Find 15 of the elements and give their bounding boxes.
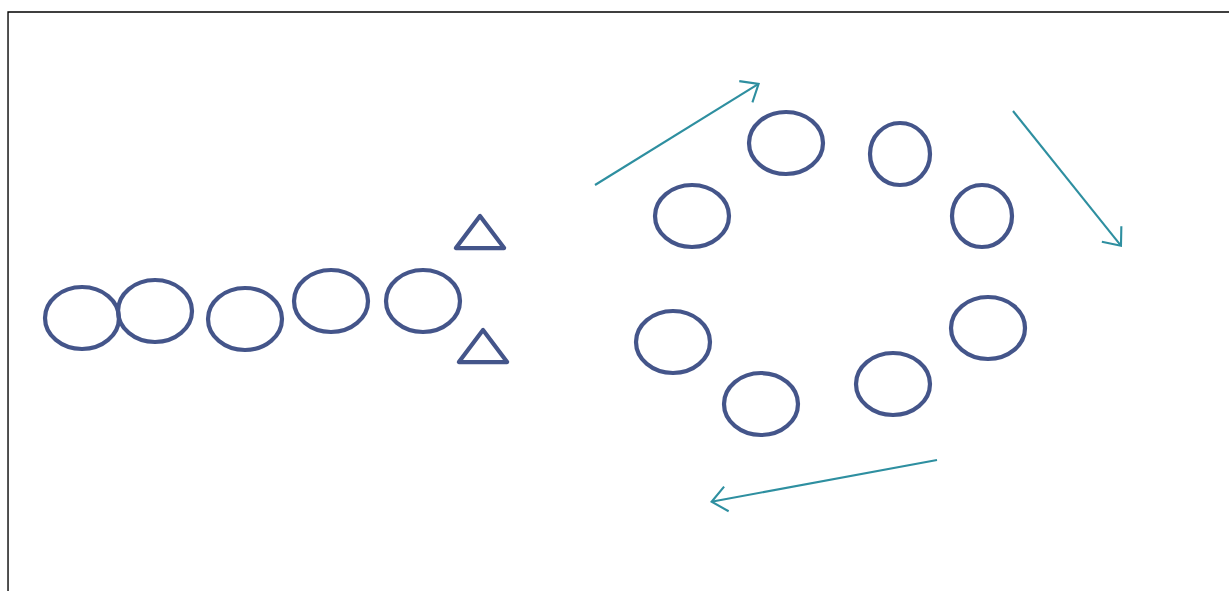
oval <box>746 109 826 177</box>
oval <box>291 267 371 335</box>
oval <box>949 182 1015 250</box>
oval <box>42 284 122 352</box>
oval <box>948 294 1028 362</box>
triangle <box>453 213 507 251</box>
oval <box>383 267 463 335</box>
oval <box>853 350 933 418</box>
oval <box>115 277 195 345</box>
oval <box>867 120 933 188</box>
oval <box>633 308 713 376</box>
oval <box>721 370 801 438</box>
triangle <box>456 327 510 365</box>
oval <box>652 182 732 250</box>
oval <box>205 285 285 353</box>
